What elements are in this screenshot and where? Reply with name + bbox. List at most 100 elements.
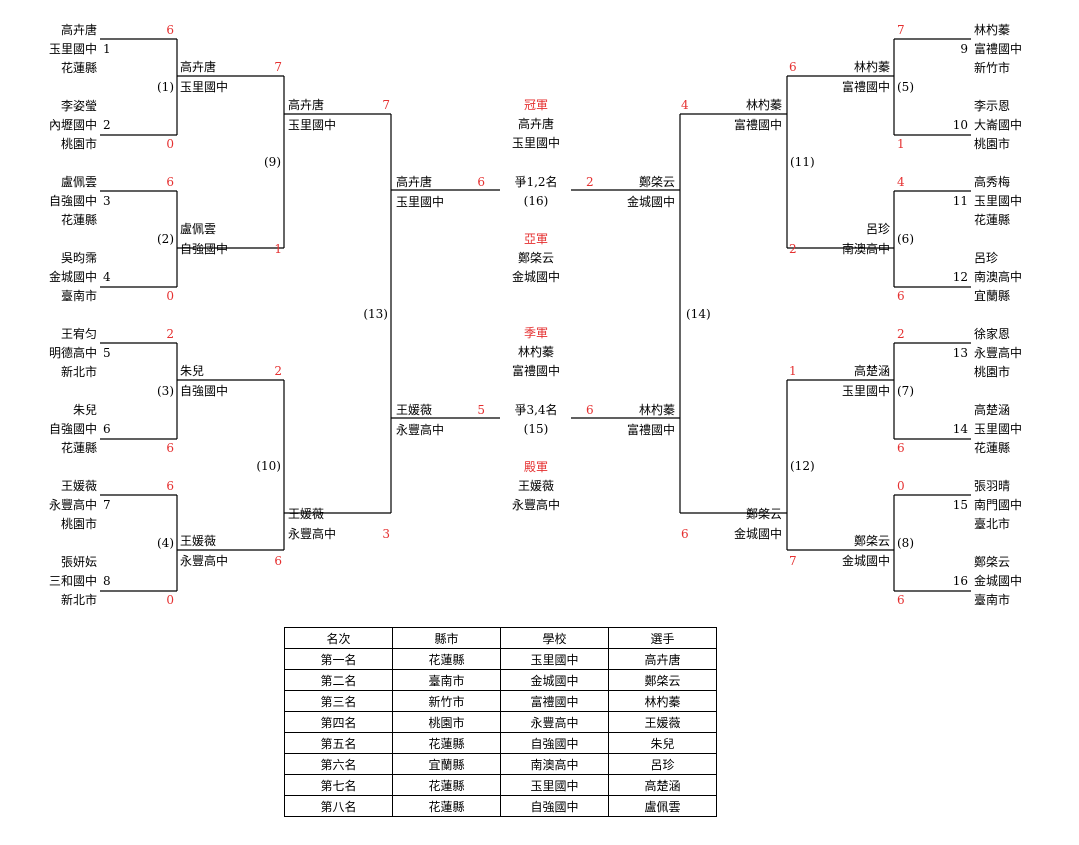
match-number: (5) — [897, 80, 914, 94]
entry-county: 花蓮縣 — [60, 61, 97, 75]
entry-score: 0 — [166, 137, 174, 151]
header-county: 縣市 — [392, 627, 501, 649]
entry-school: 玉里國中 — [48, 42, 97, 56]
r3-score: 4 — [681, 98, 689, 112]
school-cell: 自強國中 — [500, 795, 609, 817]
final-match-number: (16) — [523, 194, 549, 208]
entry-name: 高秀梅 — [974, 175, 1011, 189]
entry-seed: 2 — [103, 118, 111, 132]
player-cell: 林杓蓁 — [608, 690, 717, 712]
entry-seed: 4 — [103, 270, 111, 284]
entry-seed: 16 — [952, 574, 968, 588]
entry-score: 4 — [897, 175, 905, 189]
r2-school: 南澳高中 — [841, 242, 890, 256]
match-number: (6) — [897, 232, 914, 246]
match-number: (3) — [157, 384, 174, 398]
r3-name: 林杓蓁 — [745, 98, 782, 112]
r2-school: 玉里國中 — [180, 80, 229, 94]
r3-score: 6 — [681, 527, 689, 541]
county-cell: 花蓮縣 — [392, 795, 501, 817]
entry-score: 6 — [897, 289, 905, 303]
entry-name: 王媛薇 — [60, 479, 97, 493]
entry-county: 桃園市 — [60, 137, 97, 151]
school-cell: 永豐高中 — [500, 711, 609, 733]
county-cell: 花蓮縣 — [392, 732, 501, 754]
r3-school: 玉里國中 — [288, 118, 337, 132]
rank-cell: 第一名 — [284, 648, 393, 670]
r4-school: 富禮國中 — [626, 423, 675, 437]
rank-cell: 第六名 — [284, 753, 393, 775]
entry-school: 明德高中 — [48, 346, 97, 360]
entry-score: 0 — [897, 479, 905, 493]
match-number: (13) — [363, 307, 388, 321]
entry-score: 2 — [166, 327, 174, 341]
r3-name: 高卉唐 — [288, 98, 325, 112]
placement-name: 鄭棨云 — [517, 251, 554, 265]
match-number: (7) — [897, 384, 914, 398]
entry-seed: 5 — [103, 346, 111, 360]
county-cell: 新竹市 — [392, 690, 501, 712]
entry-county: 新北市 — [60, 593, 97, 607]
results-table: 名次 縣市 學校 選手 第一名花蓮縣玉里國中高卉唐第二名臺南市金城國中鄭棨云第三… — [284, 627, 717, 817]
entry-name: 張妍妘 — [60, 555, 97, 569]
r2-score: 7 — [789, 554, 797, 568]
school-cell: 南澳高中 — [500, 753, 609, 775]
rank-cell: 第三名 — [284, 690, 393, 712]
entry-score: 7 — [897, 23, 905, 37]
county-cell: 臺南市 — [392, 669, 501, 691]
entry-name: 高楚涵 — [974, 403, 1011, 417]
placement-name: 高卉唐 — [517, 117, 554, 131]
entry-seed: 7 — [103, 498, 111, 512]
entry-score: 0 — [166, 289, 174, 303]
third-place-match-number: (15) — [523, 422, 549, 436]
entry-school: 玉里國中 — [974, 194, 1023, 208]
county-cell: 花蓮縣 — [392, 774, 501, 796]
entry-name: 盧佩雲 — [60, 175, 97, 189]
table-row: 第四名桃園市永豐高中王媛薇 — [284, 711, 717, 733]
entry-score: 6 — [166, 479, 174, 493]
table-row: 第五名花蓮縣自強國中朱兒 — [284, 732, 717, 754]
r2-name: 林杓蓁 — [853, 60, 890, 74]
r2-school: 自強國中 — [180, 242, 229, 256]
r2-name: 盧佩雲 — [180, 222, 217, 236]
match-number: (8) — [897, 536, 914, 550]
player-cell: 高卉唐 — [608, 648, 717, 670]
r2-school: 富禮國中 — [841, 80, 890, 94]
r4-name: 林杓蓁 — [638, 403, 675, 417]
entry-seed: 6 — [103, 422, 111, 436]
entry-score: 6 — [166, 23, 174, 37]
county-cell: 花蓮縣 — [392, 648, 501, 670]
match-number: (2) — [157, 232, 174, 246]
r3-school: 金城國中 — [733, 527, 782, 541]
entry-county: 花蓮縣 — [60, 213, 97, 227]
placement-title: 季軍 — [523, 326, 548, 340]
r2-school: 自強國中 — [180, 384, 229, 398]
match-number: (4) — [157, 536, 174, 550]
player-cell: 呂珍 — [608, 753, 717, 775]
entry-seed: 10 — [952, 118, 968, 132]
placement-school: 永豐高中 — [511, 498, 560, 512]
entry-name: 鄭棨云 — [974, 555, 1011, 569]
table-row: 第三名新竹市富禮國中林杓蓁 — [284, 690, 717, 712]
r2-school: 永豐高中 — [180, 554, 229, 568]
r4-school: 永豐高中 — [396, 423, 445, 437]
entry-name: 張羽晴 — [974, 479, 1011, 493]
entry-score: 1 — [897, 137, 905, 151]
entry-name: 吳昀霈 — [60, 251, 97, 265]
entry-name: 林杓蓁 — [974, 23, 1011, 37]
entry-county: 桃園市 — [974, 365, 1011, 379]
r4-name: 鄭棨云 — [638, 175, 675, 189]
rank-cell: 第八名 — [284, 795, 393, 817]
rank-cell: 第二名 — [284, 669, 393, 691]
entry-county: 新竹市 — [974, 61, 1011, 75]
county-cell: 桃園市 — [392, 711, 501, 733]
entry-seed: 3 — [103, 194, 111, 208]
entry-school: 自強國中 — [48, 194, 97, 208]
table-row: 第一名花蓮縣玉里國中高卉唐 — [284, 648, 717, 670]
entry-county: 花蓮縣 — [60, 441, 97, 455]
entry-county: 花蓮縣 — [974, 213, 1011, 227]
school-cell: 金城國中 — [500, 669, 609, 691]
match-number: (9) — [264, 155, 281, 169]
r2-name: 鄭棨云 — [853, 534, 890, 548]
entry-school: 金城國中 — [48, 270, 97, 284]
